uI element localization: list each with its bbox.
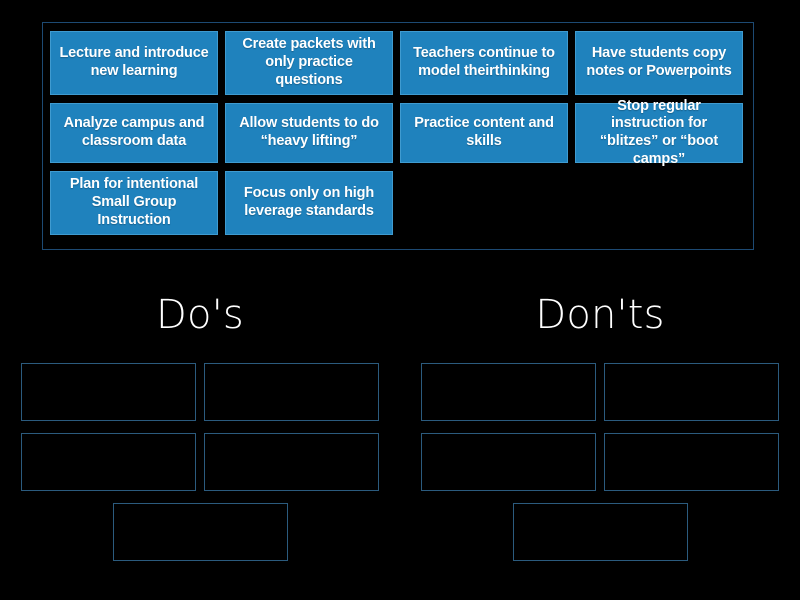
drop-slot[interactable] [604,363,779,421]
tile-label: Create packets with only practice questi… [242,36,376,88]
category-columns: Do's Don'ts [0,280,800,600]
dos-slot-row-last [21,503,379,561]
draggable-tile[interactable]: Lecture and introduce new learning [50,31,218,95]
category-title: Do's [156,292,244,338]
drop-slot[interactable] [204,433,379,491]
drop-slot[interactable] [21,363,196,421]
draggable-tile[interactable]: Create packets with only practice questi… [225,31,393,95]
draggable-tile[interactable]: Allow students to do “heavy lifting” [225,103,393,163]
donts-slot-row-last [421,503,779,561]
drop-slot[interactable] [421,433,596,491]
category-title: Don'ts [535,292,665,338]
draggable-tile[interactable]: Plan for intentional Small Group Instruc… [50,171,218,235]
category-dos: Do's [0,280,400,600]
draggable-tile[interactable]: Focus only on high leverage standards [225,171,393,235]
tile-label: Plan for intentional Small Group Instruc… [69,176,199,228]
drop-slot[interactable] [421,363,596,421]
tile-label: Analyze campus and classroom data [63,115,205,149]
drop-slot[interactable] [604,433,779,491]
tile-label: Stop regular instruction for “blitzes” o… [599,97,719,167]
tile-label: Lecture and introduce new learning [59,45,209,79]
draggable-tile[interactable]: Teachers continue to model theirthinking [400,31,568,95]
draggable-tile[interactable]: Analyze campus and classroom data [50,103,218,163]
category-donts: Don'ts [400,280,800,600]
dos-slot-grid [21,363,379,561]
drop-slot[interactable] [204,363,379,421]
drop-slot[interactable] [512,503,688,561]
draggable-tile[interactable]: Stop regular instruction for “blitzes” o… [575,98,743,167]
tile-label: Focus only on high leverage standards [243,185,375,219]
tile-label: Teachers continue to model theirthinking [413,45,555,79]
draggable-tile[interactable]: Practice content and skills [400,103,568,163]
draggable-tile[interactable]: Have students copy notes or Powerpoints [575,31,743,95]
tile-label: Practice content and skills [414,115,554,149]
tile-label: Allow students to do “heavy lifting” [239,115,379,149]
tile-grid: Lecture and introduce new learning Creat… [50,31,746,241]
drop-slot[interactable] [21,433,196,491]
word-tile-tray: Lecture and introduce new learning Creat… [42,22,754,250]
drop-slot[interactable] [112,503,288,561]
donts-slot-grid [421,363,779,561]
tile-label: Have students copy notes or Powerpoints [586,45,732,79]
